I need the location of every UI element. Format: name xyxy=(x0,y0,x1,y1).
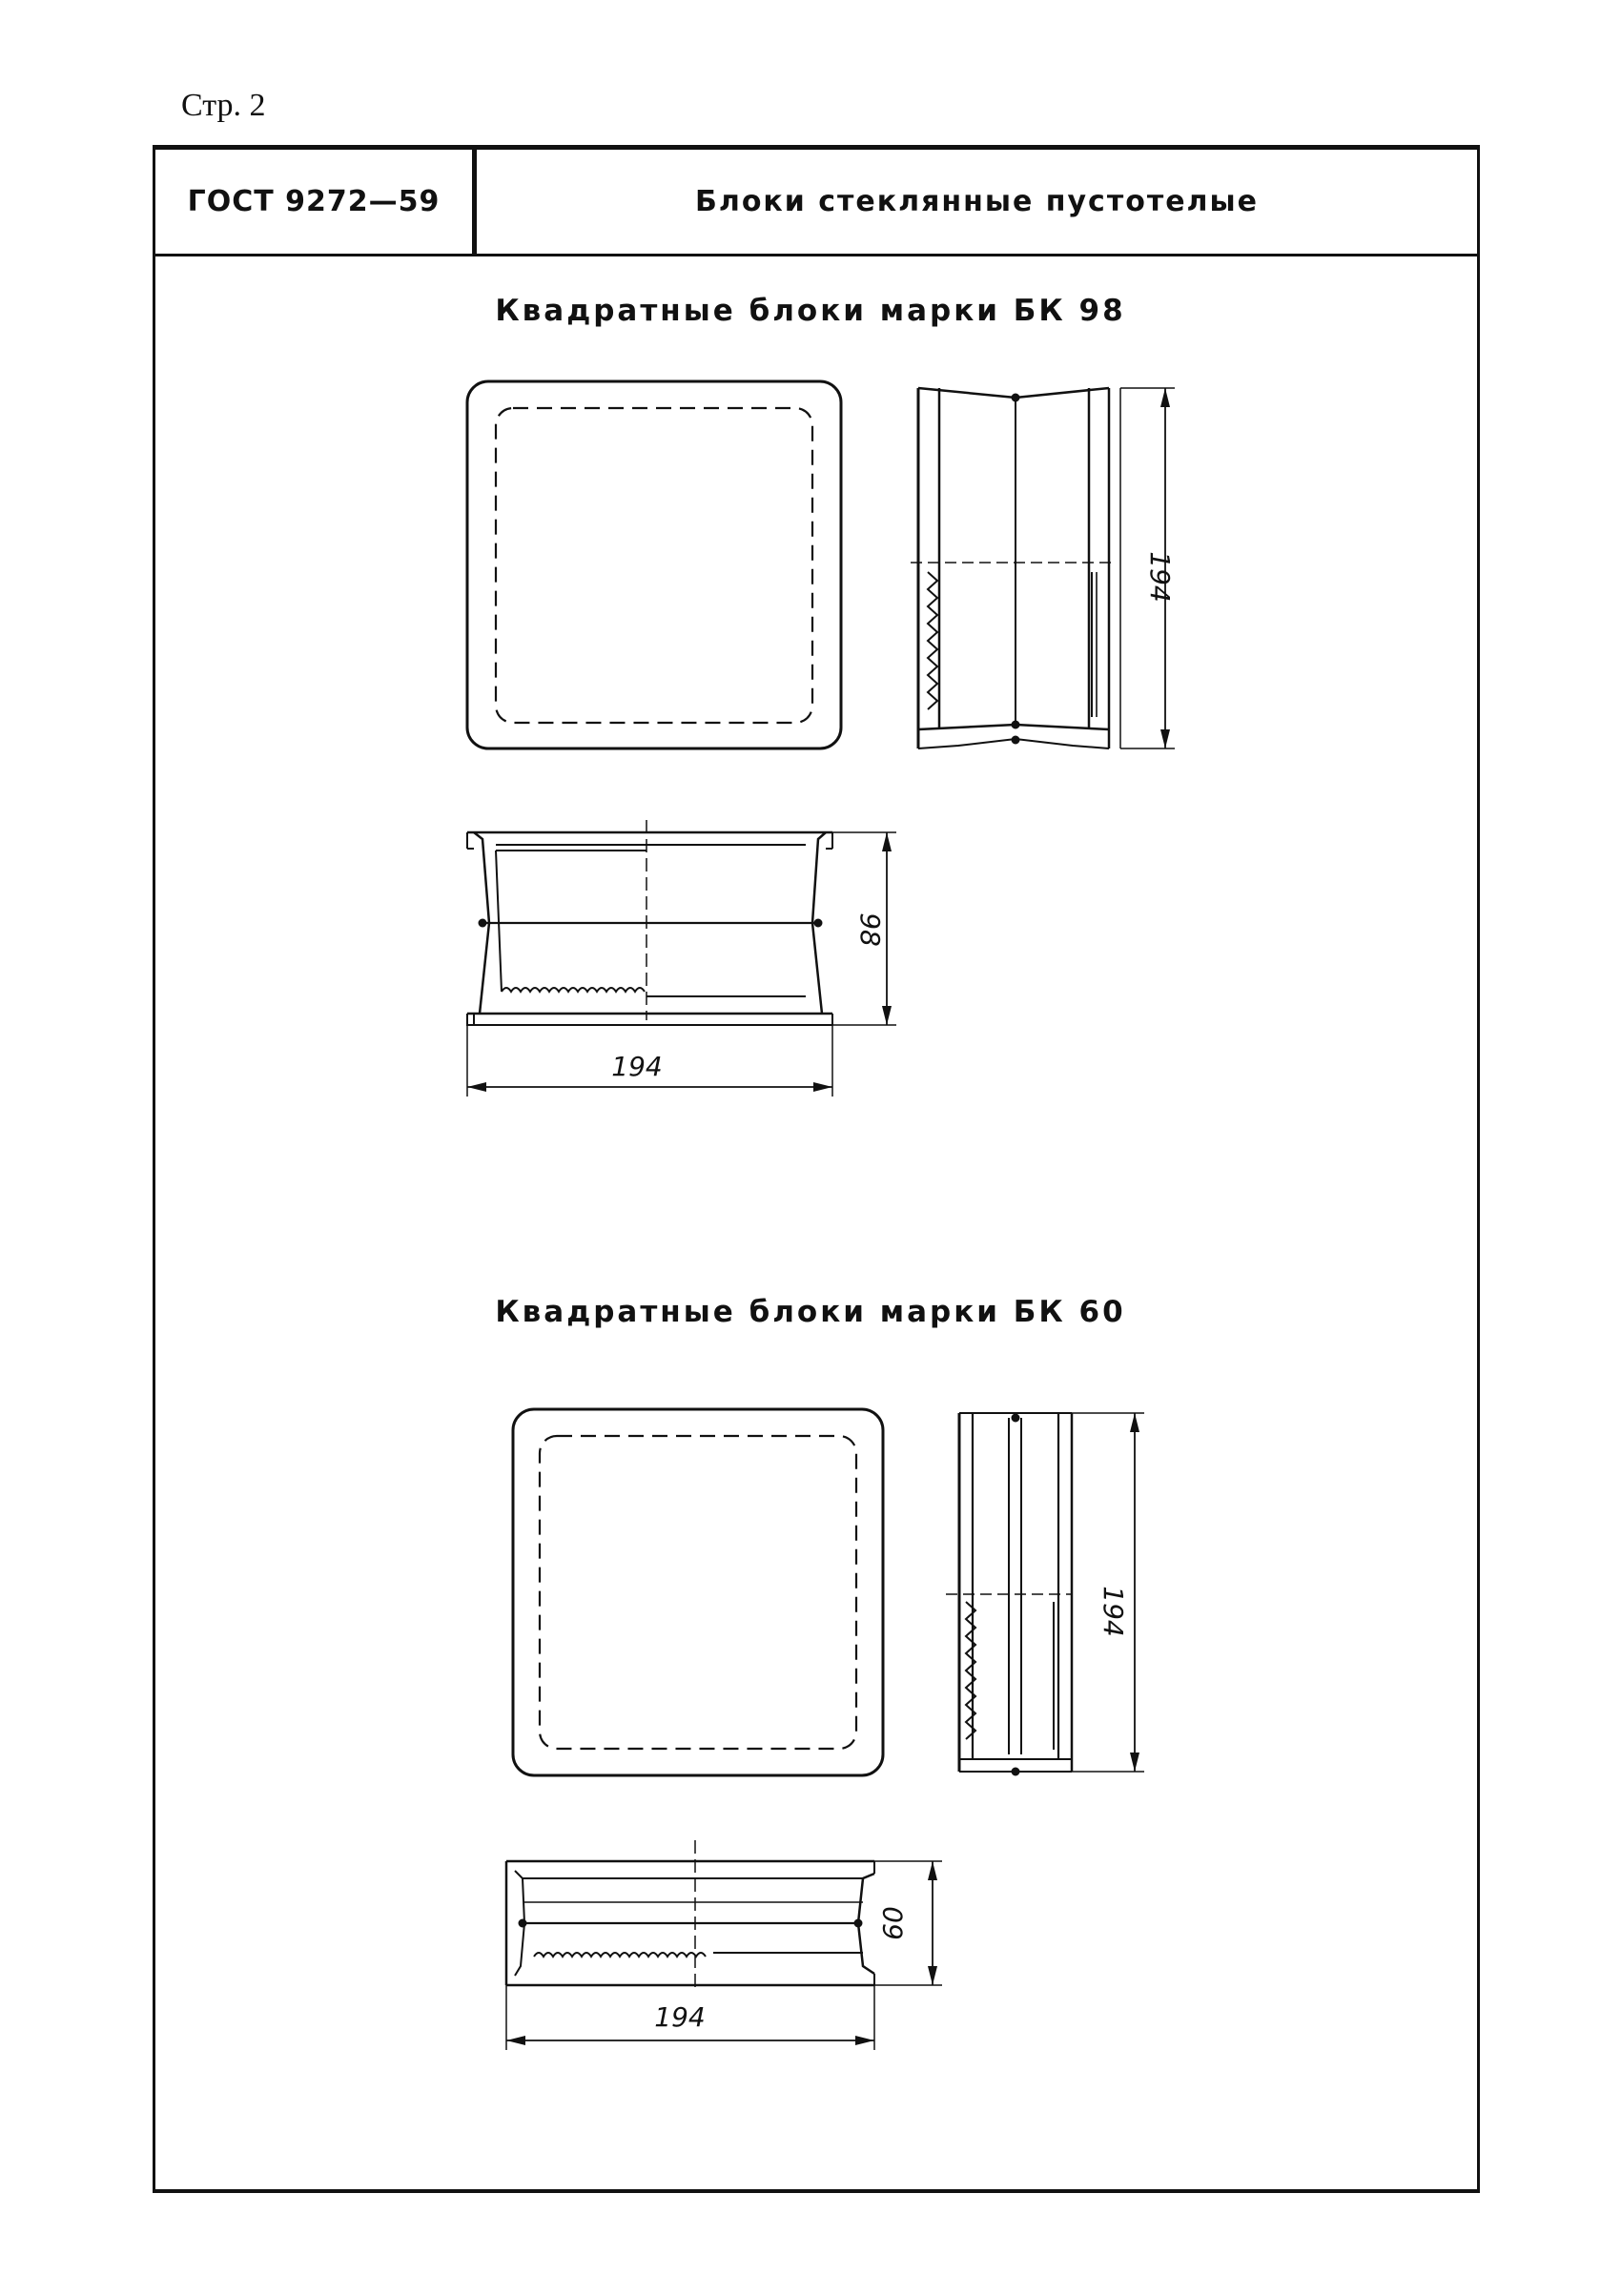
bk60-width-dimension: 194 xyxy=(654,2001,705,2033)
standard-title: Блоки стеклянные пустотелые xyxy=(694,185,1259,218)
bk98-thickness-dimension: 98 xyxy=(854,912,886,947)
section-title-bk98: Квадратные блоки марки БК 98 xyxy=(495,294,1126,328)
page-number: Стр. 2 xyxy=(181,88,266,123)
bk60-side-view xyxy=(946,1412,1144,1776)
bk60-plan-view xyxy=(504,1840,942,2050)
section-title-bk60: Квадратные блоки марки БК 60 xyxy=(495,1295,1126,1329)
header-row: ГОСТ 9272—59 Блоки стеклянные пустотелые xyxy=(155,150,1477,256)
bk98-width-dimension: 194 xyxy=(611,1051,662,1082)
bk98-height-dimension: 194 xyxy=(1144,551,1176,602)
bk98-front-view xyxy=(465,379,843,750)
bk60-front-view xyxy=(511,1407,885,1777)
document-frame: ГОСТ 9272—59 Блоки стеклянные пустотелые xyxy=(153,145,1480,2193)
standard-code: ГОСТ 9272—59 xyxy=(155,150,477,254)
bk60-height-dimension: 194 xyxy=(1098,1586,1129,1636)
bk98-side-view xyxy=(911,386,1175,749)
bk60-thickness-dimension: 60 xyxy=(877,1906,909,1940)
bk98-plan-view xyxy=(466,820,896,1097)
